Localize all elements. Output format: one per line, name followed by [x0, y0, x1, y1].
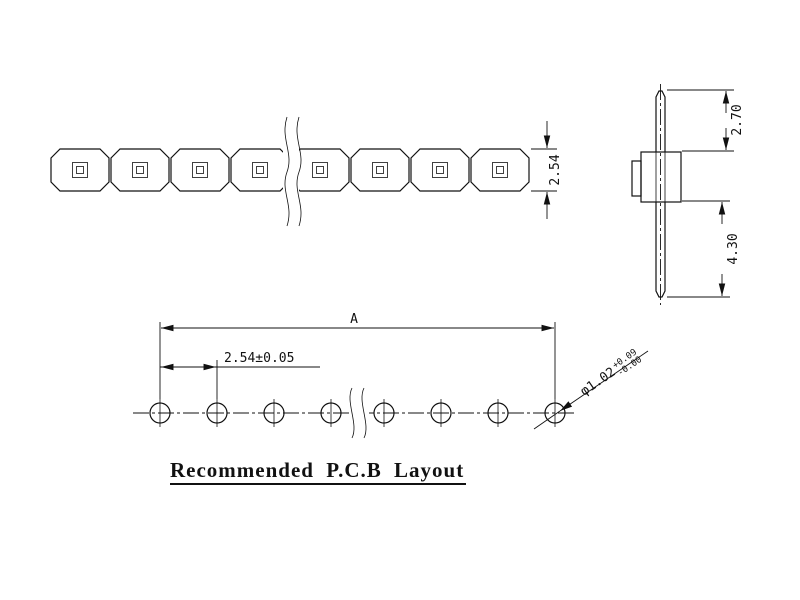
- pin-position: [470, 148, 530, 192]
- top-view-strip: 2.54: [50, 116, 563, 228]
- pin-top-shaft: [655, 90, 666, 152]
- pin-position: [410, 148, 470, 192]
- pin-position: [50, 148, 110, 192]
- dimension-pitch: 2.54±0.05: [160, 351, 320, 399]
- pin-position: [350, 148, 410, 192]
- hole-diameter-callout: φ1.02 +0.09 -0.00: [533, 348, 649, 430]
- pin-bottom-shaft: [655, 202, 666, 298]
- dim-label-hole-dia: φ1.02: [578, 365, 619, 400]
- pin-housing-flange: [631, 160, 642, 197]
- side-view-pin: 2.70 4.30: [631, 84, 745, 305]
- dimension-4-30: 4.30: [667, 200, 741, 298]
- dimension-2-54-height: 2.54: [531, 121, 563, 219]
- pcb-layout-title: Recommended P.C.B Layout: [170, 458, 464, 482]
- dim-label-2-54: 2.54: [548, 154, 563, 185]
- break-line: [296, 116, 302, 227]
- pin-housing: [640, 151, 682, 203]
- pin-position: [170, 148, 230, 192]
- break-line: [361, 387, 367, 439]
- dimension-overall-A: A: [159, 312, 556, 399]
- dimension-2-70: 2.70: [667, 89, 745, 152]
- pin-position: [230, 148, 290, 192]
- pcb-layout: A 2.54±0.05 φ1.02 +0.09 -0.00 Recommende…: [133, 312, 649, 485]
- pin-position: [110, 148, 170, 192]
- break-line: [284, 116, 290, 227]
- break-line: [349, 387, 355, 439]
- drawing-title: Recommended P.C.B Layout: [170, 458, 466, 485]
- dim-label-2-70: 2.70: [730, 104, 745, 135]
- dim-label-4-30: 4.30: [726, 233, 741, 264]
- dim-label-A: A: [350, 312, 358, 327]
- dim-label-pitch: 2.54±0.05: [224, 351, 294, 366]
